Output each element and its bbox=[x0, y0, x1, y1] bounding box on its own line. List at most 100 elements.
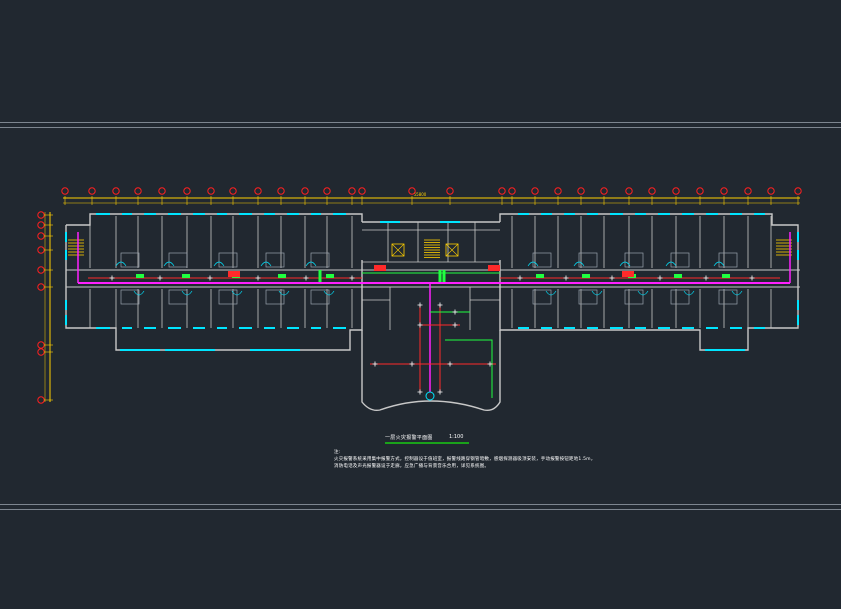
detector-symbol bbox=[447, 361, 453, 367]
axis-bubble bbox=[183, 187, 191, 195]
title-underline bbox=[385, 442, 469, 444]
axis-bubble bbox=[794, 187, 802, 195]
detector-symbol bbox=[452, 322, 458, 328]
axis-bubble bbox=[744, 187, 752, 195]
detector-symbol bbox=[563, 275, 569, 281]
door-swing bbox=[545, 290, 557, 296]
alarm-panel bbox=[488, 265, 500, 271]
manual-call-point bbox=[442, 270, 446, 282]
axis-bubble bbox=[498, 187, 506, 195]
smoke-detector bbox=[674, 274, 682, 278]
manual-call-point bbox=[318, 270, 322, 282]
door-swing bbox=[683, 290, 695, 296]
door-swing bbox=[181, 290, 193, 296]
wall-outline-west bbox=[65, 225, 363, 351]
elevator-shaft bbox=[391, 243, 405, 257]
bath-fixture bbox=[120, 289, 140, 305]
detector-symbol bbox=[657, 275, 663, 281]
axis-bubble bbox=[61, 187, 69, 195]
bath-fixture bbox=[578, 252, 598, 268]
axis-bubble bbox=[229, 187, 237, 195]
axis-bubble bbox=[600, 187, 608, 195]
alarm-panel bbox=[622, 271, 634, 277]
alarm-panel bbox=[374, 265, 386, 271]
detector-symbol bbox=[372, 361, 378, 367]
bath-fixture bbox=[624, 252, 644, 268]
notes-heading: 注: bbox=[334, 450, 341, 455]
axis-bubble bbox=[531, 187, 539, 195]
detector-symbol bbox=[349, 275, 355, 281]
bath-fixture bbox=[218, 252, 238, 268]
door-swing bbox=[665, 261, 677, 267]
frame-line-bottom bbox=[0, 509, 841, 510]
bath-fixture bbox=[532, 252, 552, 268]
bath-fixture bbox=[718, 289, 738, 305]
wall-outline-west-top bbox=[66, 213, 363, 226]
door-swing bbox=[619, 261, 631, 267]
smoke-detector bbox=[278, 274, 286, 278]
door-swing bbox=[231, 290, 243, 296]
drawing-scale: 1:100 bbox=[449, 434, 464, 440]
axis-bubble bbox=[37, 266, 45, 274]
axis-bubble bbox=[672, 187, 680, 195]
axis-bubble bbox=[625, 187, 633, 195]
axis-bubble bbox=[37, 246, 45, 254]
axis-bubble bbox=[348, 187, 356, 195]
axis-bubble bbox=[134, 187, 142, 195]
left-axis-bubbles bbox=[37, 211, 53, 404]
bath-fixture bbox=[120, 252, 140, 268]
detector-symbol bbox=[417, 389, 423, 395]
door-swing bbox=[713, 261, 725, 267]
smoke-detector bbox=[326, 274, 334, 278]
frame-line-bottom-inner bbox=[0, 504, 841, 505]
bath-fixture bbox=[718, 252, 738, 268]
elevator-cross bbox=[445, 243, 459, 257]
notes-line: 火灾报警系统采用集中报警方式，控制器设于值班室，报警线路穿钢管暗敷，感烟探测器吸… bbox=[334, 457, 596, 462]
door-swing bbox=[133, 290, 145, 296]
power-line bbox=[445, 339, 493, 398]
bath-fixture bbox=[168, 252, 188, 268]
axis-bubble bbox=[577, 187, 585, 195]
detector-symbol bbox=[609, 275, 615, 281]
window-marks bbox=[65, 213, 799, 351]
detector-symbol bbox=[409, 361, 415, 367]
elevator-cross bbox=[391, 243, 405, 257]
axis-bubble bbox=[37, 341, 45, 349]
axis-bubble bbox=[88, 187, 96, 195]
bath-fixture bbox=[168, 289, 188, 305]
axis-bubble bbox=[37, 396, 45, 404]
detector-symbol bbox=[109, 275, 115, 281]
detector-symbol bbox=[437, 302, 443, 308]
axis-bubble bbox=[37, 283, 45, 291]
alarm-devices bbox=[109, 265, 755, 401]
axis-bubble bbox=[254, 187, 262, 195]
door-swing bbox=[213, 261, 225, 267]
detector-symbol bbox=[255, 275, 261, 281]
axis-bubble bbox=[37, 211, 45, 219]
detector-symbol bbox=[437, 389, 443, 395]
axis-bubble bbox=[37, 232, 45, 240]
smoke-detector bbox=[536, 274, 544, 278]
detector-symbol bbox=[303, 275, 309, 281]
axis-bubble bbox=[37, 221, 45, 229]
room-fixtures bbox=[68, 239, 792, 305]
bath-fixture bbox=[670, 252, 690, 268]
bath-fixture bbox=[578, 289, 598, 305]
axis-bubble bbox=[508, 187, 516, 195]
elevator-shaft bbox=[445, 243, 459, 257]
detector-symbol bbox=[417, 302, 423, 308]
door-swing bbox=[591, 290, 603, 296]
detector-symbol bbox=[207, 275, 213, 281]
detector-symbol bbox=[157, 275, 163, 281]
detector-symbol bbox=[452, 309, 458, 315]
axis-bubble bbox=[446, 187, 454, 195]
axis-bubble bbox=[720, 187, 728, 195]
axis-bubble bbox=[277, 187, 285, 195]
axis-bubble bbox=[301, 187, 309, 195]
door-swing bbox=[637, 290, 649, 296]
dimension-line-group: 55800 bbox=[63, 192, 800, 204]
bath-fixture bbox=[310, 289, 330, 305]
detector-symbol bbox=[417, 322, 423, 328]
axis-bubble bbox=[158, 187, 166, 195]
